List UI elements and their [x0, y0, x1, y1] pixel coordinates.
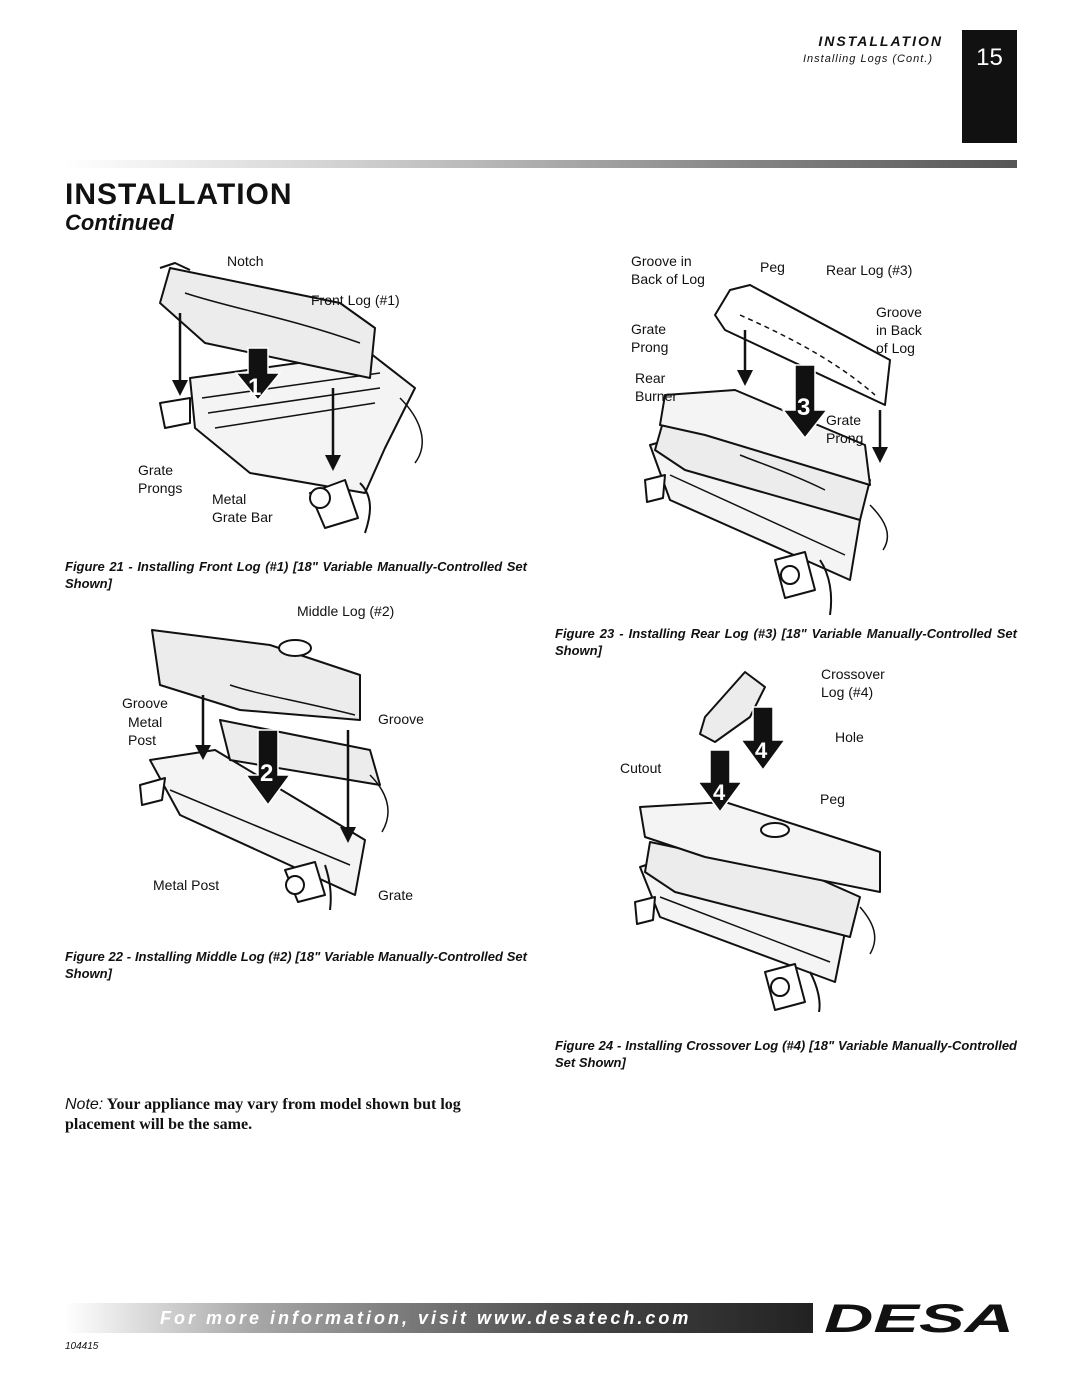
figure-23: 3 Groove in Back of Log Peg Rear Log (#3… — [625, 250, 945, 615]
figure-24-caption: Figure 24 - Installing Crossover Log (#4… — [555, 1038, 1017, 1070]
label-cutout: Cutout — [620, 760, 662, 776]
document-number: 104415 — [65, 1341, 99, 1352]
figure-24-drawing — [634, 671, 881, 1012]
header-rule — [65, 160, 1017, 168]
label-groove-left: Groove — [122, 695, 168, 711]
label-metal-post: Metal Post — [153, 877, 220, 893]
label-grate-23b: Grate — [826, 412, 862, 428]
label-middle-log: Middle Log (#2) — [297, 603, 395, 619]
label-crossover: Crossover — [821, 666, 885, 682]
label-prong-23: Prong — [631, 339, 669, 355]
desa-logo: DESA — [824, 1300, 1014, 1336]
figure-22-drawing — [139, 629, 389, 910]
figure-23-caption: Figure 23 - Installing Rear Log (#3) [18… — [555, 626, 1017, 658]
label-rear: Rear — [635, 370, 666, 386]
step-4-number-upper: 4 — [755, 738, 768, 763]
figure-22-caption: Figure 22 - Installing Middle Log (#2) [… — [65, 949, 527, 981]
label-front-log: Front Log (#1) — [311, 292, 400, 308]
label-grate-bar: Grate Bar — [212, 509, 273, 525]
running-header-section: INSTALLATION — [818, 33, 943, 49]
label-in-back: in Back — [876, 322, 922, 338]
label-log-4: Log (#4) — [821, 684, 874, 700]
page-subtitle: Continued — [65, 210, 174, 235]
label-rear-log: Rear Log (#3) — [826, 262, 913, 278]
footer-bar — [65, 1303, 813, 1333]
figure-22: 2 Middle Log (#2) Groove Metal Post Groo… — [120, 600, 440, 910]
label-burner: Burner — [635, 388, 678, 404]
running-header-subsection: Installing Logs (Cont.) — [803, 53, 933, 65]
step-1-number: 1 — [248, 374, 262, 401]
label-hole: Hole — [835, 729, 864, 745]
step-3-number: 3 — [797, 394, 811, 421]
step-4-number-lower: 4 — [713, 780, 726, 805]
label-groove-right: Groove — [378, 711, 424, 727]
figure-24: 4 4 Crossover Log (#4) Hole Cutout Peg — [615, 662, 925, 1012]
label-post-22: Post — [128, 732, 157, 748]
figure-21: 1 Notch Front Log (#1) Grate Prongs Meta… — [130, 248, 460, 538]
footer-link-text: For more information, visit www.desatech… — [160, 1308, 692, 1328]
label-back-of-log: Back of Log — [631, 271, 705, 287]
label-prongs: Prongs — [138, 480, 183, 496]
figure-23-drawing — [644, 284, 891, 615]
page-title: INSTALLATION — [65, 178, 293, 211]
label-metal: Metal — [212, 491, 247, 507]
figure-21-drawing — [159, 262, 423, 534]
label-grate-23: Grate — [631, 321, 667, 337]
note-text: Your appliance may vary from model shown… — [65, 1096, 461, 1133]
page-number: 15 — [962, 30, 1017, 143]
step-2-number: 2 — [260, 760, 274, 787]
label-notch: Notch — [227, 253, 264, 269]
figure-21-caption: Figure 21 - Installing Front Log (#1) [1… — [65, 559, 527, 591]
label-metal-22: Metal — [128, 714, 163, 730]
label-groove-in: Groove in — [631, 253, 692, 269]
label-grate: Grate — [138, 462, 174, 478]
placement-note: Note: Your appliance may vary from model… — [65, 1095, 527, 1135]
label-prong-23b: Prong — [826, 430, 864, 446]
label-grate-22: Grate — [378, 887, 414, 903]
label-peg-24: Peg — [820, 791, 845, 807]
desa-logo-text: DESA — [824, 1300, 1014, 1336]
label-groove-23: Groove — [876, 304, 922, 320]
label-of-log: of Log — [876, 340, 915, 356]
note-lead: Note: — [65, 1096, 104, 1113]
label-peg-23: Peg — [760, 259, 785, 275]
